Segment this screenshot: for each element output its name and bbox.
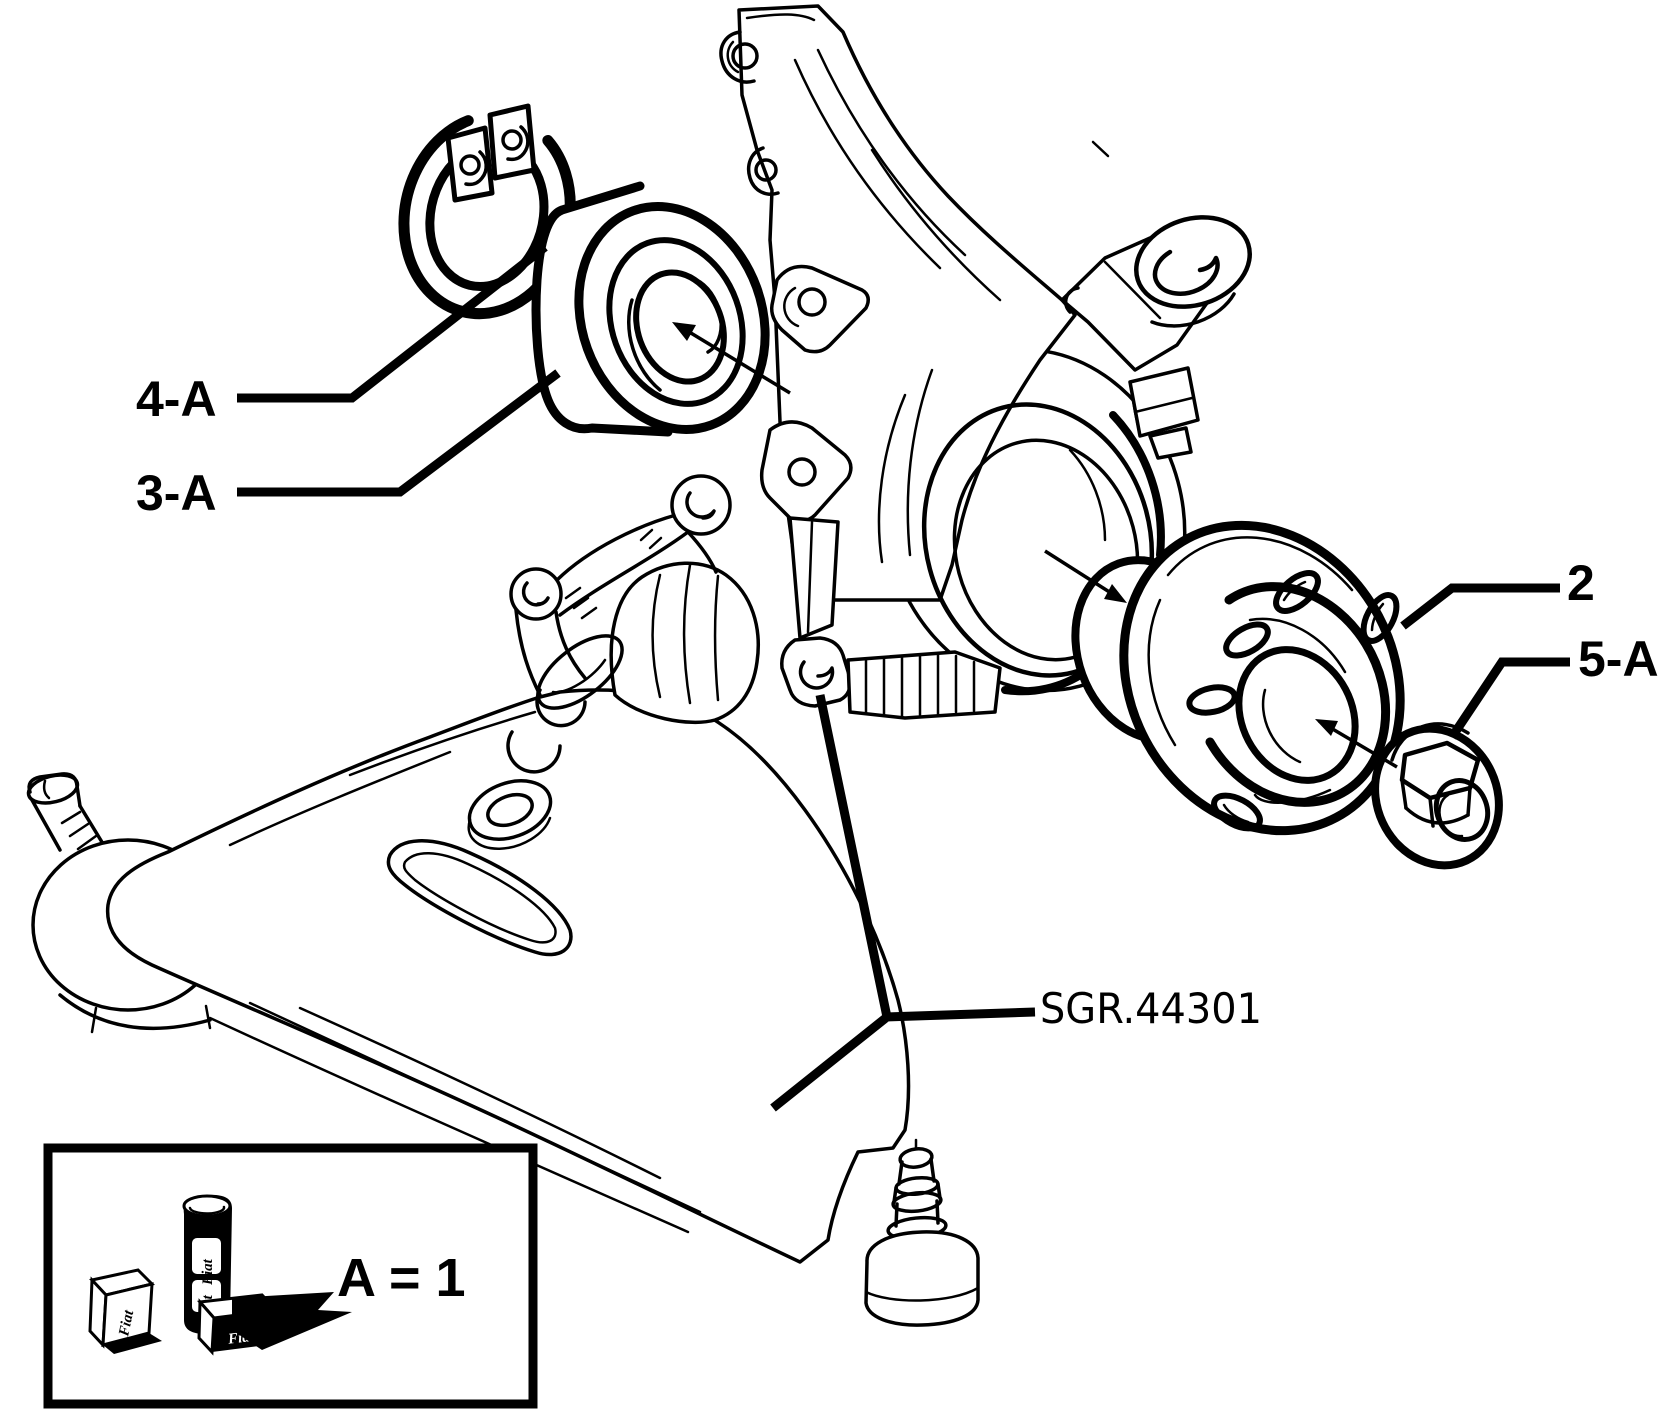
leader-5a — [1448, 657, 1570, 740]
knuckle-ear-second — [746, 146, 780, 196]
control-arm-body — [105, 688, 911, 1264]
legend-shadow — [232, 1292, 352, 1350]
arm-holes — [386, 634, 624, 957]
knuckle-bottom-flange — [846, 650, 1002, 720]
fiat-box-left-icon: Fiat — [88, 1268, 162, 1354]
callout-4a[interactable]: 4-A — [136, 371, 217, 427]
leader-3a — [237, 369, 561, 497]
rear-bushing-bracket — [509, 474, 732, 697]
knuckle-boss-mid — [769, 264, 870, 354]
knuckle-block — [1128, 366, 1200, 460]
hub-bolt-slots — [1186, 570, 1400, 832]
knuckle-bore — [921, 402, 1165, 696]
snap-ring-tab-left — [445, 125, 495, 203]
leader-2 — [1400, 583, 1560, 630]
fiat-logo-box-left: Fiat — [116, 1308, 137, 1338]
wheel-hub — [1071, 520, 1405, 836]
callout-3a[interactable]: 3-A — [136, 465, 217, 521]
wheel-bearing — [531, 181, 770, 437]
legend: Fiat Fiat Fiat Fiat A = 1 — [43, 1143, 538, 1409]
callout-5a[interactable]: 5-A — [1578, 631, 1659, 687]
knuckle-ear-top — [719, 30, 759, 84]
control-arm — [26, 474, 980, 1327]
ball-joint — [864, 1138, 980, 1327]
stray-mark — [1091, 140, 1110, 158]
callouts: 4-A 3-A 2 5-A SGR.44301 — [136, 243, 1659, 1112]
rear-bushing-housing — [609, 561, 760, 724]
assembly-axis-lines — [672, 322, 1398, 769]
legend-equation: A = 1 — [337, 1248, 466, 1308]
flange-nut — [1371, 722, 1503, 870]
snap-ring-tab-right — [487, 103, 537, 181]
knuckle-tierod-boss — [1060, 215, 1252, 372]
hub-center-bore — [1205, 582, 1391, 807]
leader-sgr — [770, 694, 1036, 1112]
knuckle-boss-low — [759, 420, 853, 523]
steering-knuckle — [719, 4, 1252, 720]
nut-hex — [1399, 740, 1481, 828]
callout-2[interactable]: 2 — [1567, 555, 1595, 611]
group-ref-label: SGR.44301 — [1040, 984, 1262, 1033]
leader-4a — [237, 243, 548, 403]
knuckle-balljoint-clamp — [780, 636, 853, 708]
fiat-logo-tube: Fiat — [200, 1258, 216, 1286]
